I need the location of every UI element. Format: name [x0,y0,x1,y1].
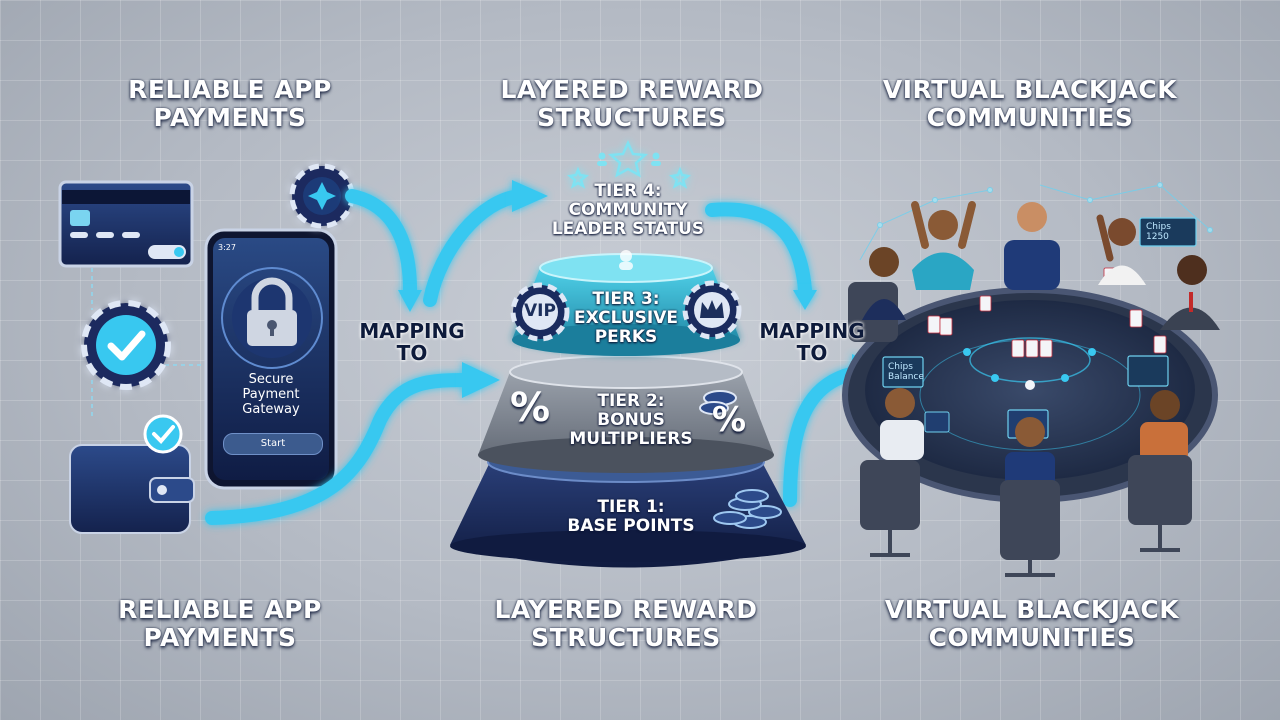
mapping-line: TO [796,341,828,365]
mapping-line: TO [396,341,428,365]
tier-line: TIER 1: [597,497,665,517]
tier-line: LEADER STATUS [551,219,705,239]
phone-line: Secure [248,372,294,387]
wallet-icon [69,414,195,534]
dashed-connectors [91,268,205,420]
tier-line: BONUS [597,410,665,430]
heading-rewards-bottom: LAYERED REWARD STRUCTURES [476,596,776,652]
screen-line: Balance [888,372,924,382]
heading-line: COMMUNITIES [926,103,1134,132]
tier-line: TIER 3: [592,289,660,309]
phone-status-time: 3:27 [218,240,236,255]
tier-2-label: TIER 2: BONUS MULTIPLIERS [556,392,706,449]
phone-line: Payment [242,387,300,402]
heading-communities-bottom: VIRTUAL BLACKJACK COMMUNITIES [872,596,1192,652]
tier-1-label: TIER 1: BASE POINTS [556,498,706,536]
time-text: 3:27 [218,243,236,252]
tier-line: TIER 4: [594,181,662,201]
screen-line: 1250 [1146,232,1169,242]
heading-line: COMMUNITIES [928,623,1136,652]
phone-device [204,228,338,490]
heading-communities-top: VIRTUAL BLACKJACK COMMUNITIES [870,76,1190,132]
star-chip-icon [289,163,355,229]
players [848,201,1220,560]
star-icon [567,139,691,189]
heading-rewards-top: LAYERED REWARD STRUCTURES [482,76,782,132]
table-screen-text: Chips Balance [888,362,924,382]
mapping-line: MAPPING [759,319,865,343]
tier-line: BASE POINTS [567,516,695,536]
heading-line: STRUCTURES [537,103,727,132]
check-chip-icon [81,300,171,390]
heading-line: LAYERED REWARD [494,595,758,624]
percent-icon: % [712,400,747,440]
mapping-label-left: MAPPING TO [352,320,472,364]
tier-3-label: TIER 3: EXCLUSIVE PERKS [556,290,696,347]
heading-payments-bottom: RELIABLE APP PAYMENTS [85,596,355,652]
screen-line: Chips [1146,222,1171,232]
heading-line: VIRTUAL BLACKJACK [884,595,1180,624]
lock-icon [247,277,297,346]
heading-line: VIRTUAL BLACKJACK [882,75,1178,104]
heading-line: RELIABLE APP [118,595,322,624]
tier-line: COMMUNITY [568,200,688,220]
people-icon [597,152,661,166]
credit-card-icon [58,180,194,268]
percent-chip-icon [699,390,737,415]
tier-line: MULTIPLIERS [569,429,693,449]
vip-chip-label: VIP [524,301,556,321]
table-chips [963,348,1096,390]
chair-bases [870,525,1180,577]
heading-line: RELIABLE APP [128,75,332,104]
arrow-heads-left [398,180,548,398]
screen-line: Chips [888,362,913,372]
chip-stack-icon [713,489,782,529]
tier-3-layer [512,250,740,356]
flow-arrows-left [205,189,527,525]
tier-line: EXCLUSIVE [574,308,678,328]
phone-line: Gateway [242,402,300,417]
table-screen-text: Chips 1250 [1146,222,1171,242]
tier-line: TIER 2: [597,391,665,411]
heading-line: PAYMENTS [153,103,307,132]
table-cards [927,267,1167,358]
mapping-label-right: MAPPING TO [752,320,872,364]
start-button[interactable]: Start [223,433,323,455]
tier-4-label: TIER 4: COMMUNITY LEADER STATUS [538,182,718,239]
vip-chip-icon [510,282,570,342]
percent-icon: % [510,385,551,431]
heading-line: STRUCTURES [531,623,721,652]
crown-chip-icon [682,280,742,340]
secure-payment-text: Secure Payment Gateway [213,372,329,417]
heading-line: PAYMENTS [143,623,297,652]
tier-line: PERKS [594,327,658,347]
heading-line: LAYERED REWARD [500,75,764,104]
heading-payments-top: RELIABLE APP PAYMENTS [95,76,365,132]
network-lines [859,182,1213,261]
tier-2-layer [478,355,774,473]
flow-arrows-right [705,202,867,507]
mapping-line: MAPPING [359,319,465,343]
